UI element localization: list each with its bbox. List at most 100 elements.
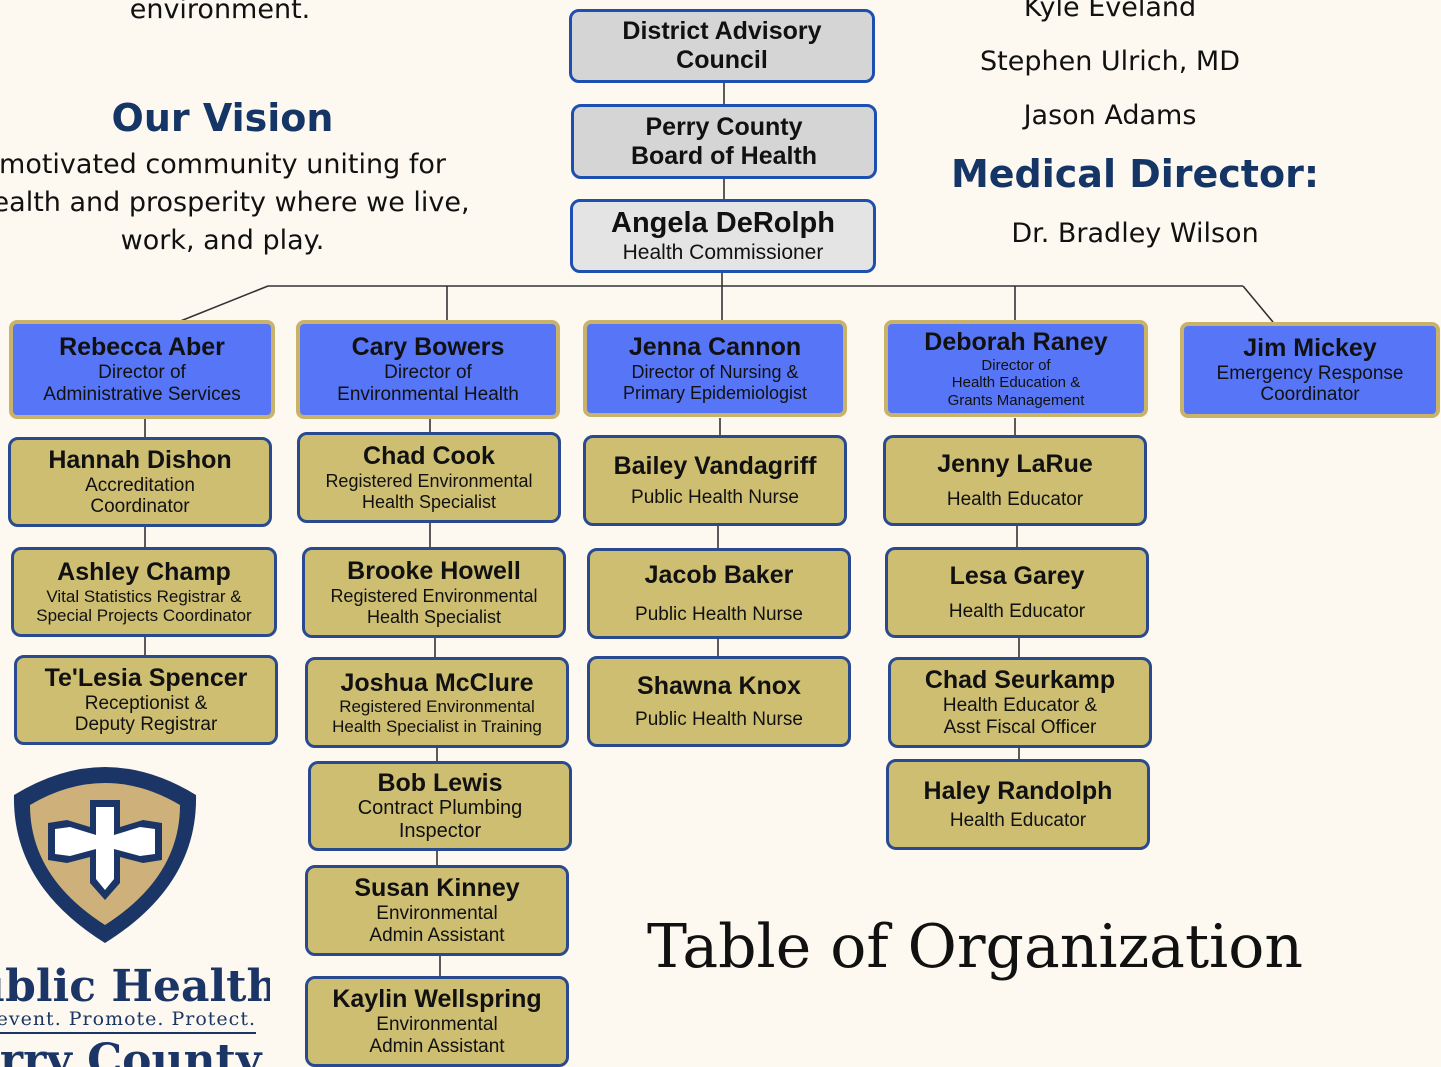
vision-line: motivated community uniting for (0, 149, 446, 180)
staff-box: Bailey Vandagriff Public Health Nurse (583, 435, 847, 526)
box-line: District Advisory (622, 17, 822, 46)
person-title: Coordinator (1260, 384, 1360, 406)
person-title: Inspector (398, 820, 482, 843)
staff-box: Chad Cook Registered Environmental Healt… (297, 432, 561, 523)
person-title: Environmental (376, 1014, 498, 1036)
person-title: Health Educator (948, 600, 1086, 622)
person-title: Receptionist & (84, 692, 208, 714)
person-title: Asst Fiscal Officer (943, 716, 1097, 738)
person-name: Haley Randolph (923, 777, 1113, 806)
person-title: Public Health Nurse (631, 486, 799, 508)
director-box: Jim Mickey Emergency Response Coordinato… (1180, 322, 1440, 418)
board-member-name: Stephen Ulrich, MD (980, 46, 1240, 77)
board-member-name: Kyle Eveland (1023, 0, 1197, 23)
person-name: Te'Lesia Spencer (44, 663, 248, 692)
director-box: Rebecca Aber Director of Administrative … (9, 320, 275, 419)
person-title: Administrative Services (43, 383, 241, 405)
person-title: Director of (98, 362, 186, 384)
director-box: Cary Bowers Director of Environmental He… (296, 320, 560, 419)
vision-line: health and prosperity where we live, (0, 187, 470, 218)
mission-text-fragment: environment. (129, 0, 311, 25)
person-name: Lesa Garey (949, 562, 1085, 591)
person-title: Health Educator & (942, 695, 1098, 717)
person-name: Susan Kinney (354, 874, 520, 903)
person-name: Hannah Dishon (48, 445, 232, 474)
person-title: Health Specialist in Training (332, 716, 542, 736)
person-title: Admin Assistant (369, 924, 505, 946)
person-title: Registered Environmental (330, 586, 538, 607)
person-name: Chad Cook (363, 442, 495, 471)
staff-box: Te'Lesia Spencer Receptionist & Deputy R… (14, 655, 278, 745)
person-title: Grants Management (947, 391, 1085, 409)
public-health-logo: Public Health Prevent. Promote. Protect.… (0, 765, 270, 1067)
shield-icon (13, 767, 197, 943)
staff-box: Haley Randolph Health Educator (886, 759, 1150, 850)
staff-box: Bob Lewis Contract Plumbing Inspector (308, 761, 572, 851)
person-title: Health Educator (946, 488, 1084, 510)
person-title: Deputy Registrar (74, 714, 218, 736)
person-name: Joshua McClure (340, 668, 534, 697)
vision-line: work, and play. (120, 225, 325, 256)
person-name: Shawna Knox (637, 672, 801, 701)
person-title: Contract Plumbing (357, 797, 523, 820)
person-name: Cary Bowers (351, 333, 505, 362)
staff-box: Shawna Knox Public Health Nurse (587, 656, 851, 747)
person-name: Deborah Raney (924, 328, 1108, 357)
page-title: Table of Organization (646, 912, 1304, 982)
person-name: Bob Lewis (377, 768, 503, 797)
person-title: Environmental Health (337, 383, 519, 405)
box-line: Perry County (645, 112, 803, 141)
staff-box: Hannah Dishon Accreditation Coordinator (8, 437, 272, 527)
staff-box: Lesa Garey Health Educator (885, 547, 1149, 638)
person-title: Primary Epidemiologist (622, 382, 808, 403)
person-title: Emergency Response (1216, 362, 1404, 384)
person-name: Jacob Baker (644, 561, 794, 590)
person-name: Brooke Howell (347, 557, 521, 586)
logo-county: Perry County (0, 1035, 262, 1067)
person-title: Public Health Nurse (635, 603, 803, 625)
person-title: Director of (384, 362, 472, 384)
person-title: Coordinator (90, 496, 190, 518)
health-commissioner-box: Angela DeRolph Health Commissioner (570, 199, 876, 273)
person-title: Health Education & (951, 374, 1081, 392)
box-line: Board of Health (630, 141, 818, 170)
box-line: Council (676, 46, 768, 74)
person-name: Bailey Vandagriff (613, 452, 817, 481)
vision-statement: motivated community uniting for health a… (0, 146, 495, 260)
person-title: Registered Environmental (325, 471, 533, 492)
person-name: Ashley Champ (57, 558, 231, 587)
staff-box: Jenny LaRue Health Educator (883, 435, 1147, 526)
person-title: Registered Environmental (339, 697, 535, 717)
medical-director-name: Dr. Bradley Wilson (1011, 218, 1259, 249)
person-title: Health Specialist (366, 606, 502, 627)
person-title: Vital Statistics Registrar & (46, 586, 242, 606)
logo-wordmark: Public Health (0, 961, 270, 1012)
person-name: Kaylin Wellspring (332, 985, 542, 1014)
staff-box: Kaylin Wellspring Environmental Admin As… (305, 976, 569, 1067)
person-title: Health Commissioner (622, 240, 824, 264)
person-title: Health Specialist (361, 491, 497, 512)
logo-divider (0, 1032, 256, 1034)
director-box: Jenna Cannon Director of Nursing & Prima… (583, 320, 847, 417)
person-name: Jenny LaRue (937, 450, 1093, 479)
board-of-health-box: Perry County Board of Health (571, 104, 877, 179)
person-name: Angela DeRolph (611, 207, 835, 240)
staff-box: Brooke Howell Registered Environmental H… (302, 547, 566, 638)
director-box: Deborah Raney Director of Health Educati… (884, 320, 1148, 417)
logo-tagline: Prevent. Promote. Protect. (0, 1008, 256, 1030)
medical-director-heading: Medical Director: (950, 152, 1320, 196)
person-title: Director of (981, 357, 1051, 374)
staff-box: Susan Kinney Environmental Admin Assista… (305, 865, 569, 956)
person-title: Public Health Nurse (635, 708, 803, 730)
person-title: Special Projects Coordinator (36, 606, 252, 626)
person-title: Admin Assistant (369, 1035, 505, 1057)
staff-box: Jacob Baker Public Health Nurse (587, 548, 851, 639)
person-name: Rebecca Aber (59, 333, 225, 362)
person-title: Accreditation (85, 474, 195, 496)
board-member-name: Jason Adams (1023, 100, 1197, 131)
person-title: Environmental (376, 903, 498, 925)
vision-heading: Our Vision (111, 96, 334, 140)
district-advisory-council-box: District Advisory Council (569, 9, 875, 83)
person-name: Chad Seurkamp (924, 666, 1116, 695)
